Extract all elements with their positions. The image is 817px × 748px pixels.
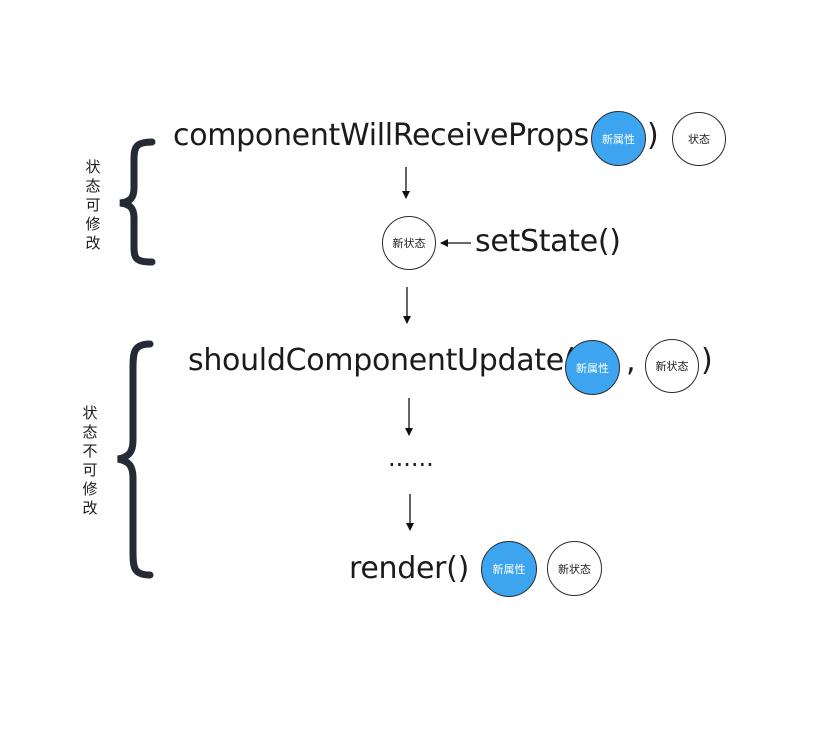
step3-separator: ,: [626, 344, 636, 379]
step1-suffix: ): [647, 118, 659, 153]
badge-state: 状态: [672, 112, 726, 166]
brace-state-modifiable: [119, 138, 156, 266]
step-should-component-update: shouldComponentUpdate(: [188, 343, 576, 378]
group-label-state-modifiable: 状 态 可 修 改: [85, 158, 101, 252]
group-label-state-unmodifiable: 状 态 不 可 修 改: [82, 404, 98, 517]
step-component-will-receive-props: componentWillReceiveProps(: [173, 118, 601, 154]
step3-suffix: ): [701, 343, 713, 378]
badge-new-props: 新属性: [481, 541, 537, 597]
badge-new-state: 新状态: [382, 216, 436, 270]
badge-new-props: 新属性: [565, 340, 620, 395]
step-render: render(): [349, 551, 469, 586]
step1-prefix: componentWillReceiveProps(: [173, 118, 601, 153]
step-ellipsis: ......: [388, 444, 434, 472]
brace-state-unmodifiable: [117, 340, 154, 579]
badge-new-state: 新状态: [547, 541, 602, 596]
badge-new-state: 新状态: [645, 339, 699, 393]
badge-new-props: 新属性: [591, 111, 646, 166]
step-set-state: setState(): [475, 224, 621, 259]
